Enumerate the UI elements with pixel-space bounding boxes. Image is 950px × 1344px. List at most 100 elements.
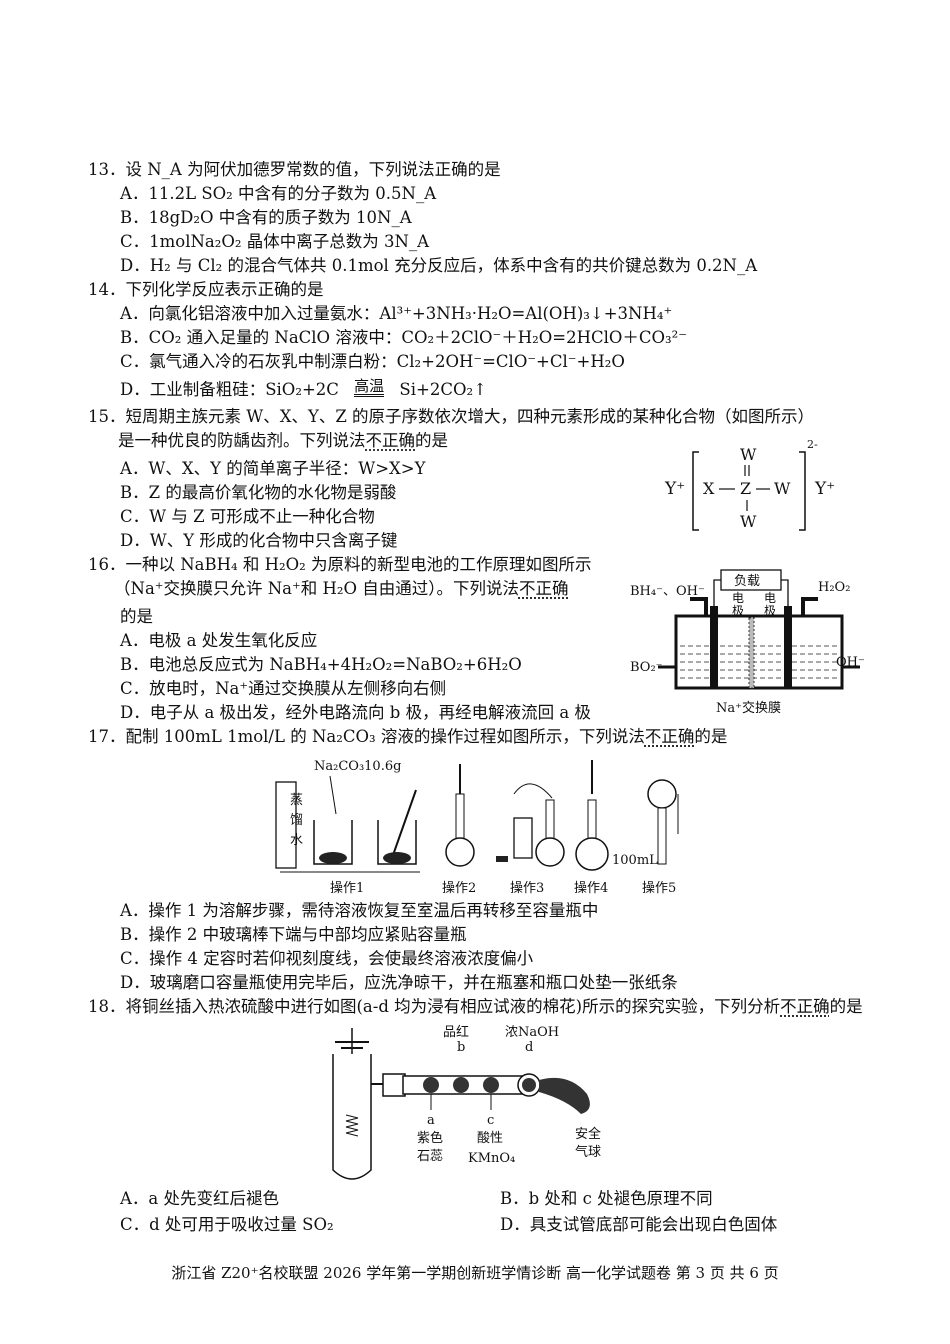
- q18-stem-end: 的是: [829, 997, 863, 1016]
- bracket-left: [692, 451, 699, 531]
- q15-stem-text: 是一种优良的防龋齿剂。下列说法: [118, 431, 366, 450]
- q16-stem-line3: 的是: [120, 607, 153, 626]
- label-c-line1: 酸性: [477, 1131, 503, 1146]
- electrolytic-cell: [674, 614, 844, 690]
- label-a: a: [427, 1113, 435, 1128]
- q15-option-c: C．W 与 Z 可形成不止一种化合物: [120, 507, 375, 526]
- cation-right: Y⁺: [814, 479, 835, 499]
- left-output-label: BO₂⁻: [630, 660, 663, 675]
- balloon-label-1: 安全: [575, 1126, 601, 1142]
- operation-5-label: 操作5: [642, 880, 676, 896]
- q14-option-a: A．向氯化铝溶液中加入过量氨水：Al³⁺+3NH₃·H₂O=Al(OH)₃↓+3…: [120, 304, 673, 323]
- q17-emphasis: 不正确: [644, 727, 695, 746]
- cotton-d: [522, 1078, 536, 1092]
- q15-stem-line2: 是一种优良的防龋齿剂。下列说法不正确的是: [118, 430, 448, 452]
- label-d-reagent: 浓NaOH: [505, 1025, 559, 1040]
- electrode-a: [710, 606, 718, 688]
- cotton-b: [453, 1077, 469, 1093]
- q18-emphasis: 不正确: [780, 997, 830, 1016]
- electrode-b-1: 电: [764, 591, 776, 605]
- q14-d-reactants: D．工业制备粗硅：SiO₂+2C: [120, 380, 339, 399]
- inverted-flask: [647, 779, 677, 809]
- q17-option-d: D．玻璃磨口容量瓶使用完毕后，应洗净晾干，并在瓶塞和瓶口处垫一张纸条: [120, 973, 678, 992]
- safety-balloon: [539, 1077, 590, 1114]
- q16-option-d: D．电子从 a 极出发，经外电路流向 b 极，再经电解液流回 a 极: [120, 703, 591, 722]
- solute-label: Na₂CO₃10.6g: [314, 759, 401, 774]
- page-footer: 浙江省 Z20⁺名校联盟 2026 学年第一学期创新班学情诊断 高一化学试题卷 …: [171, 1264, 779, 1282]
- label-a-line2: 石蕊: [417, 1149, 443, 1164]
- wash-bottle: [513, 817, 533, 859]
- atom-w-top: W: [740, 445, 757, 464]
- q18-option-b: B．b 处和 c 处褪色原理不同: [500, 1189, 713, 1208]
- q13-option-d: D．H₂ 与 Cl₂ 的混合气体共 0.1mol 充分反应后，体系中含有的共价键…: [120, 256, 758, 275]
- electrode-a-1: 电: [732, 591, 744, 605]
- volumetric-flask-3: [535, 837, 565, 867]
- q18-stem-text: 18．将铜丝插入热浓硫酸中进行如图(a-d 均为浸有相应试液的棉花)所示的探究实…: [88, 997, 781, 1016]
- q16-stem-text: （Na⁺交换膜只允许 Na⁺和 H₂O 自由通过）。下列说法: [114, 579, 519, 598]
- q18-option-d: D．具支试管底部可能会出现白色固体: [500, 1215, 778, 1234]
- q13-stem: 13．设 N_A 为阿伏加德罗常数的值，下列说法正确的是: [88, 160, 501, 179]
- label-b-reagent: 品红: [443, 1024, 469, 1040]
- q17-stem-text: 17．配制 100mL 1mol/L 的 Na₂CO₃ 溶液的操作过程如图所示，…: [88, 727, 645, 746]
- q14-option-c: C．氯气通入冷的石灰乳中制漂白粉：Cl₂+2OH⁻=ClO⁻+Cl⁻+H₂O: [120, 352, 625, 371]
- q14-option-b: B．CO₂ 通入足量的 NaClO 溶液中：CO₂＋2ClO⁻＋H₂O=2HCl…: [120, 328, 687, 347]
- cotton-a: [423, 1077, 439, 1093]
- q17-option-c: C．操作 4 定容时若仰视刻度线，会使最终溶液浓度偏小: [120, 949, 534, 968]
- q16-option-c: C．放电时，Na⁺通过交换膜从左侧移向右侧: [120, 679, 447, 698]
- q16-option-b: B．电池总反应式为 NaBH₄+4H₂O₂=NaBO₂+6H₂O: [120, 655, 522, 674]
- right-output-label: OH⁻: [836, 655, 865, 670]
- q17-stem-end: 的是: [694, 727, 728, 746]
- q13-option-b: B．18gD₂O 中含有的质子数为 10N_A: [120, 208, 412, 227]
- q18-option-c: C．d 处可用于吸收过量 SO₂: [120, 1215, 334, 1234]
- label-d: d: [525, 1040, 533, 1055]
- q16-stem-line1: 16．一种以 NaBH₄ 和 H₂O₂ 为原料的新型电池的工作原理如图所示: [88, 555, 592, 574]
- q15-emphasis: 不正确: [365, 431, 416, 450]
- atom-z: Z: [740, 479, 751, 498]
- atom-x: X: [703, 479, 715, 498]
- q16-stem-line2: （Na⁺交换膜只允许 Na⁺和 H₂O 自由通过）。下列说法不正确: [114, 578, 568, 600]
- q15-stem-end: 的是: [415, 431, 448, 450]
- q17-procedure-figure: Na₂CO₃10.6g 蒸 馏 水 操作1 操作2 操作3 100mL 操作4 …: [275, 759, 679, 896]
- q18-stem: 18．将铜丝插入热浓硫酸中进行如图(a-d 均为浸有相应试液的棉花)所示的探究实…: [88, 996, 863, 1018]
- volume-mark-label: 100mL: [612, 853, 658, 868]
- q15-stem-line1: 15．短周期主族元素 W、X、Y、Z 的原子序数依次增大，四种元素形成的某种化合…: [88, 407, 815, 426]
- electrode-b: [784, 606, 792, 688]
- volumetric-flask-2: [445, 837, 475, 867]
- atom-w-bottom: W: [740, 512, 757, 531]
- q14-d-condition: 高温: [354, 377, 385, 397]
- membrane-label: Na⁺交换膜: [716, 700, 781, 716]
- operation-1-label: 操作1: [330, 880, 364, 896]
- load-label: 负载: [734, 574, 760, 589]
- balloon-label-2: 气球: [575, 1144, 601, 1160]
- water-label-3: 水: [290, 833, 303, 848]
- bracket-right: [799, 451, 806, 531]
- water-label-1: 蒸: [290, 793, 303, 808]
- right-input-label: H₂O₂: [818, 580, 850, 595]
- label-c-line2: KMnO₄: [468, 1151, 515, 1166]
- water-label-2: 馏: [290, 813, 303, 828]
- q15-option-b: B．Z 的最高价氧化物的水化物是弱酸: [120, 483, 397, 502]
- q15-option-d: D．W、Y 形成的化合物中只含离子键: [120, 531, 398, 550]
- q17-stem: 17．配制 100mL 1mol/L 的 Na₂CO₃ 溶液的操作过程如图所示，…: [88, 726, 727, 748]
- q16-option-a: A．电极 a 处发生氧化反应: [120, 631, 318, 650]
- anion-charge: 2-: [807, 438, 818, 451]
- exchange-membrane: [748, 617, 755, 689]
- operation-4-label: 操作4: [574, 880, 608, 896]
- q16-battery-figure: 负载 电 极 a 电 极 b BH₄⁻、OH⁻ H₂O₂ BO₂⁻ OH⁻ Na…: [630, 569, 865, 716]
- q13-option-a: A．11.2L SO₂ 中含有的分子数为 0.5N_A: [120, 184, 437, 203]
- label-a-line1: 紫色: [417, 1130, 443, 1146]
- q16-emphasis: 不正确: [518, 579, 569, 598]
- q15-option-a: A．W、X、Y 的简单离子半径：W>X>Y: [120, 459, 426, 478]
- q14-option-d: D．工业制备粗硅：SiO₂+2C 高温 Si+2CO₂↑: [120, 378, 487, 401]
- q17-option-b: B．操作 2 中玻璃棒下端与中部均应紧贴容量瓶: [120, 925, 467, 944]
- left-input-label: BH₄⁻、OH⁻: [630, 584, 705, 599]
- label-c: c: [487, 1113, 494, 1128]
- label-b: b: [457, 1040, 465, 1055]
- q13-option-c: C．1molNa₂O₂ 晶体中离子总数为 3N_A: [120, 232, 430, 251]
- q15-structure-figure: Y⁺ 2- W X Z W W Y⁺: [664, 438, 835, 531]
- q18-option-a: A．a 处先变红后褪色: [120, 1189, 279, 1208]
- volumetric-flask-4: [575, 837, 609, 871]
- q14-d-products: Si+2CO₂↑: [399, 380, 487, 399]
- operation-3-label: 操作3: [510, 880, 544, 896]
- operation-2-label: 操作2: [442, 880, 476, 896]
